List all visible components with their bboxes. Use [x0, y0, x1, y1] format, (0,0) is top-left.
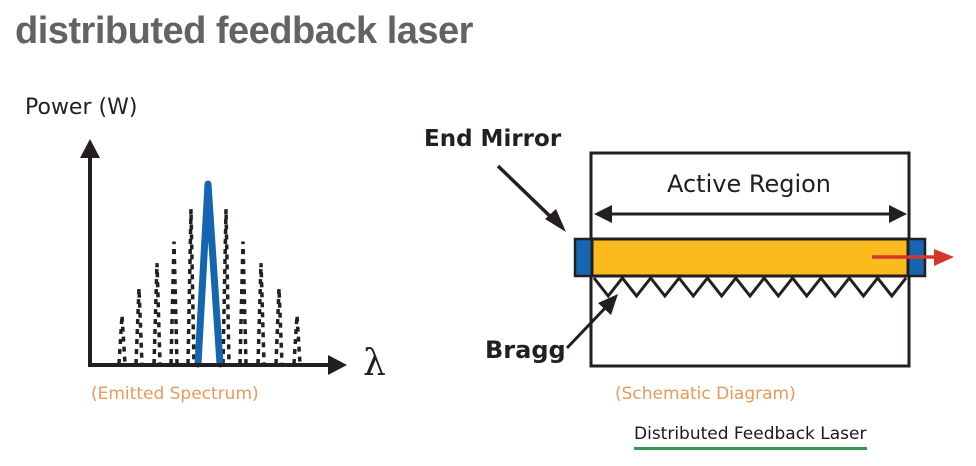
bragg-grating [592, 275, 908, 299]
schematic-diagram: End Mirror Active Region Bragg (Schemati… [424, 126, 954, 404]
side-mode-peak [256, 263, 266, 365]
spectrum-plot: Power (W) λ (Emitted Spectrum) [25, 95, 386, 404]
left-end-mirror [573, 237, 594, 278]
side-mode-peak [117, 315, 127, 365]
end-mirror-pointer [496, 164, 558, 224]
side-modes [117, 209, 302, 365]
active-region-bar [590, 237, 910, 278]
x-axis-arrow-icon [328, 355, 347, 375]
bragg-label: Bragg [485, 336, 566, 364]
bragg-pointer [565, 303, 610, 350]
span-right-arrow-icon [889, 205, 907, 223]
end-mirror-arrow-icon [545, 209, 566, 232]
side-mode-peak [238, 241, 248, 365]
side-mode-peak [186, 209, 196, 365]
spectrum-caption: (Emitted Spectrum) [91, 384, 259, 404]
side-mode-peak [169, 241, 179, 365]
x-axis-label: λ [363, 343, 386, 384]
y-axis-arrow-icon [80, 139, 100, 158]
active-region-label: Active Region [667, 170, 831, 198]
span-left-arrow-icon [594, 205, 612, 223]
side-mode-peak [134, 288, 144, 365]
side-mode-peak [274, 288, 284, 365]
main-lasing-mode [194, 180, 224, 368]
y-axis-label: Power (W) [25, 95, 137, 120]
side-mode-peak [292, 315, 302, 365]
side-mode-peak [152, 263, 162, 365]
end-mirror-label: End Mirror [424, 126, 562, 152]
bragg-arrow-icon [598, 294, 618, 315]
side-mode-peak [221, 209, 231, 365]
schematic-caption: (Schematic Diagram) [615, 384, 796, 404]
figure-title-link: Distributed Feedback Laser [634, 424, 867, 450]
output-beam-arrow-icon [934, 249, 954, 266]
page-title: distributed feedback laser [15, 10, 473, 52]
